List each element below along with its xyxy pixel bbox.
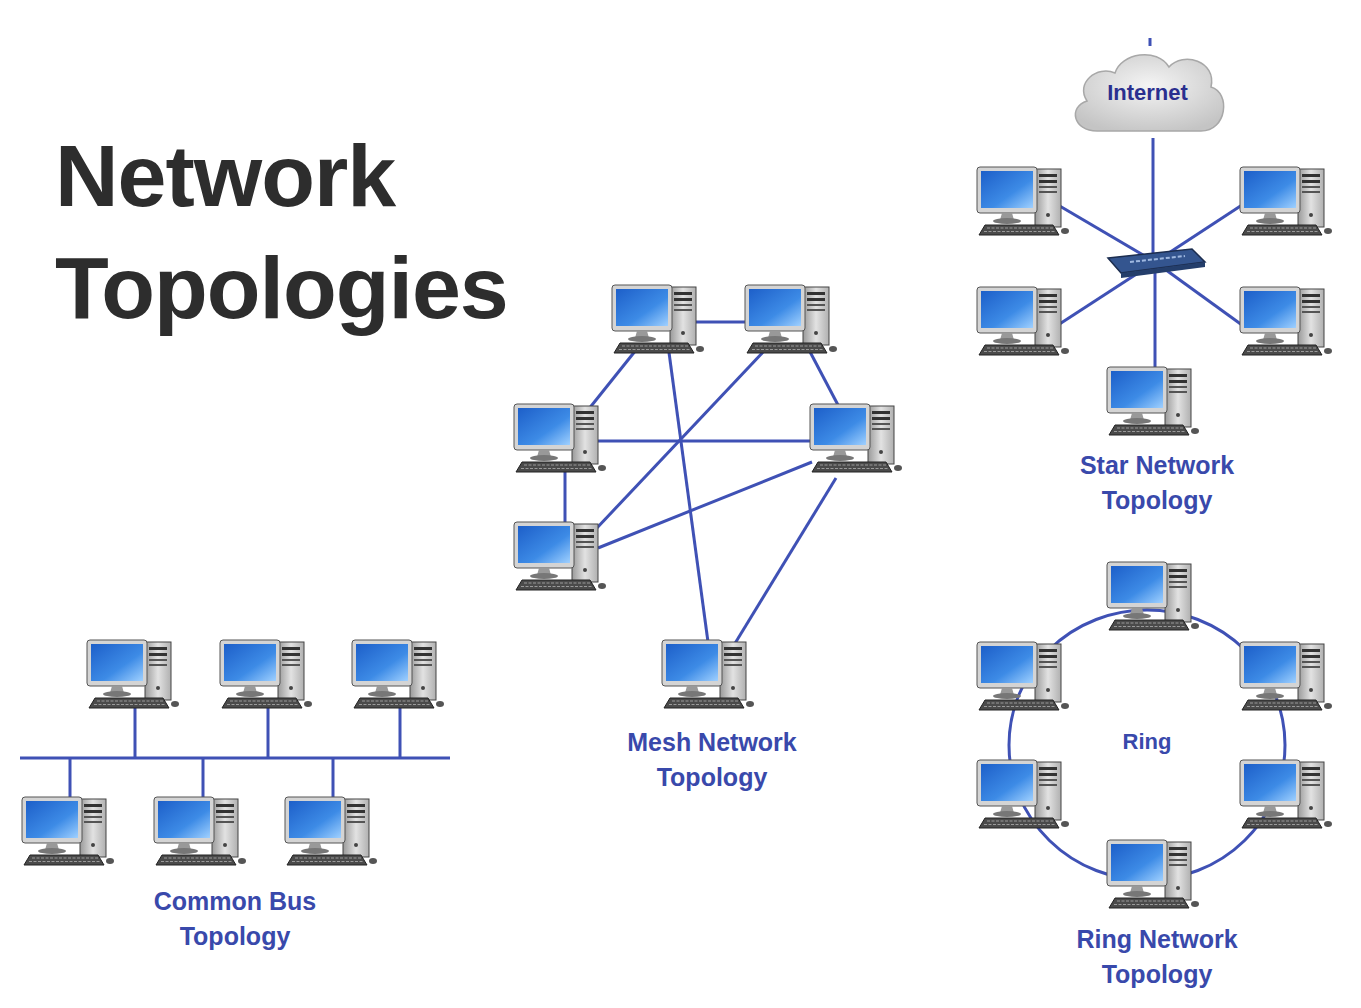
ring-label: Ring	[1087, 727, 1207, 757]
computer-icon	[1107, 840, 1199, 908]
computer-icon	[87, 640, 179, 708]
bus-lines	[20, 708, 450, 800]
computer-icon	[612, 285, 704, 353]
mesh-link	[564, 468, 567, 522]
bus-drop	[69, 758, 72, 800]
uplink-stub	[1149, 38, 1152, 46]
star-link	[1058, 205, 1155, 262]
star-link	[1154, 262, 1157, 368]
computer-icon	[1240, 642, 1332, 710]
computer-icon	[977, 287, 1069, 355]
uplink-line	[1152, 138, 1155, 258]
computer-icon	[810, 404, 902, 472]
computer-icon	[514, 404, 606, 472]
cloud-text-wrap: Internet	[1065, 45, 1230, 140]
mesh-link	[598, 440, 812, 443]
mesh-link	[668, 345, 708, 642]
computer-icon	[1107, 562, 1199, 630]
page-title: Network Topologies	[55, 120, 575, 344]
computer-icon	[514, 522, 606, 590]
star-links	[1058, 38, 1242, 368]
computer-icon	[285, 797, 377, 865]
computer-icon	[154, 797, 246, 865]
computer-icon	[220, 640, 312, 708]
mesh-link	[734, 478, 836, 645]
bus-drop	[267, 708, 270, 758]
computer-icon	[1240, 287, 1332, 355]
mesh-links	[565, 322, 838, 645]
mesh-link	[808, 348, 838, 405]
computer-icon	[1240, 167, 1332, 235]
computer-icon	[745, 285, 837, 353]
topology-caption: Mesh Network Topology	[607, 725, 817, 795]
cloud-outline	[1075, 55, 1223, 131]
cloud-node: Internet	[1065, 45, 1230, 140]
topology-caption: Ring Network Topology	[1052, 922, 1262, 992]
computer-icon	[1240, 760, 1332, 828]
computer-icon	[977, 760, 1069, 828]
mesh-link	[598, 462, 812, 548]
computer-icon	[22, 797, 114, 865]
mesh-link	[690, 321, 748, 324]
computer-icon	[1107, 367, 1199, 435]
mesh-link	[595, 350, 765, 530]
bus-drop	[202, 758, 205, 800]
computer-icon	[977, 642, 1069, 710]
switch-icon	[1108, 249, 1205, 278]
bus-drop	[399, 708, 402, 758]
bus-drop	[332, 758, 335, 800]
mesh-link	[588, 350, 636, 410]
bus-drop	[134, 708, 137, 758]
topology-caption: Common Bus Topology	[130, 884, 340, 954]
computer-icon	[977, 167, 1069, 235]
topology-caption: Star Network Topology	[1052, 448, 1262, 518]
bus-backbone	[20, 757, 450, 760]
computer-icon	[662, 640, 754, 708]
cloud-label: Internet	[1107, 79, 1188, 107]
computer-icon	[352, 640, 444, 708]
